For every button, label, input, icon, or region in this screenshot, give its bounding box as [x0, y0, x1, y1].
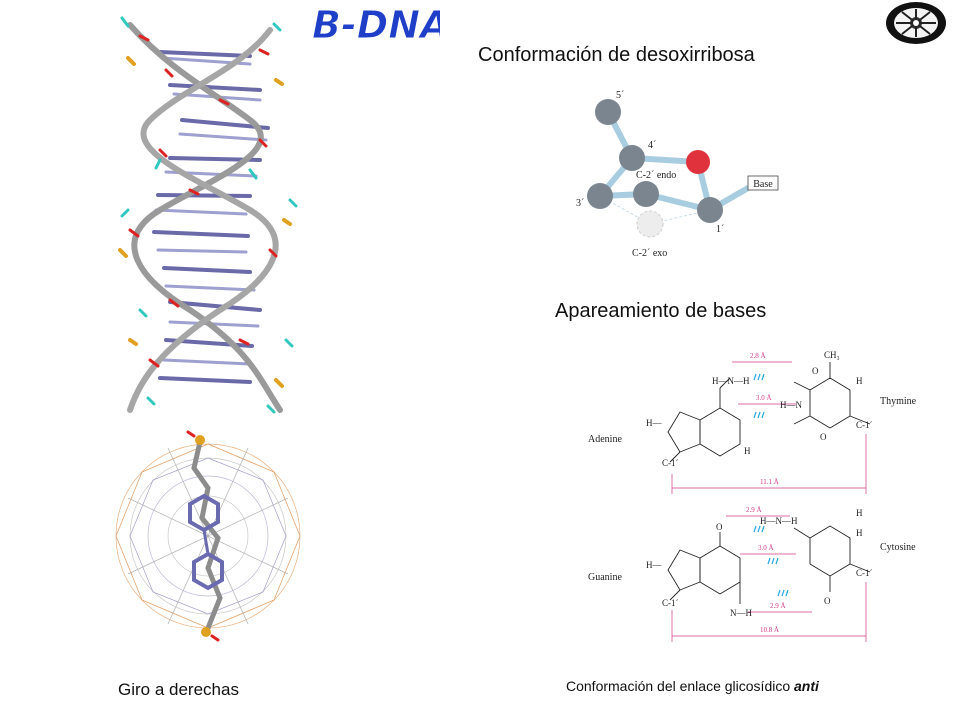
- sugar-atom-5: 5´: [616, 90, 624, 101]
- thymine-methyl: CH₃: [824, 350, 840, 360]
- gc-distance-4: 10.8 Å: [760, 626, 779, 634]
- sugar-atom-1: 1´: [716, 224, 724, 235]
- gc-distance-3: 2.9 Å: [770, 602, 786, 610]
- svg-text:O: O: [820, 432, 827, 442]
- svg-text:H—: H—: [646, 418, 662, 428]
- sugar-exo-label: C-2´ exo: [632, 248, 667, 259]
- svg-text:N—H: N—H: [730, 608, 752, 618]
- sugar-endo-label: C-2´ endo: [636, 170, 676, 181]
- gc-distance-2: 3.0 Å: [758, 544, 774, 552]
- svg-text:H—N—H: H—N—H: [712, 376, 750, 386]
- dna-helix-image: [118, 16, 298, 414]
- glycosidic-caption-text: Conformación del enlace glicosídico: [566, 678, 795, 694]
- svg-text:H: H: [744, 446, 751, 456]
- svg-text:O: O: [716, 522, 723, 532]
- cytosine-label: Cytosine: [880, 542, 916, 553]
- gc-c1-right: C-1´: [856, 568, 873, 578]
- thymine-label: Thymine: [880, 396, 917, 407]
- deoxyribose-diagram: Base 5´ 4´ 3´ 1´ C-2´ endo C-2´ exo: [576, 90, 779, 259]
- dna-top-view-image: [115, 430, 301, 642]
- svg-text:H—N—H: H—N—H: [760, 516, 798, 526]
- sugar-base-label: Base: [753, 179, 773, 190]
- gc-distance-1: 2.9 Å: [746, 506, 762, 514]
- bdna-title: B-DNA: [312, 3, 441, 48]
- at-c1-left: C-1´: [662, 458, 679, 468]
- svg-text:H: H: [856, 376, 863, 386]
- svg-text:H—: H—: [646, 560, 662, 570]
- at-distance-3: 11.1 Å: [760, 478, 779, 486]
- svg-text:H—N: H—N: [780, 400, 802, 410]
- at-c1-right: C-1´: [856, 420, 873, 430]
- bdna-title-text: B-DNA: [312, 3, 440, 47]
- sugar-atom-4: 4´: [648, 140, 656, 151]
- guanine-label: Guanine: [588, 572, 622, 583]
- university-logo-icon: [886, 2, 946, 44]
- right-handed-caption: Giro a derechas: [118, 680, 239, 699]
- sugar-atom-3: 3´: [576, 198, 584, 209]
- at-distance-2: 3.0 Å: [756, 394, 772, 402]
- adenine-label: Adenine: [588, 434, 622, 445]
- svg-text:O: O: [812, 366, 819, 376]
- deoxyribose-heading: Conformación de desoxirribosa: [478, 44, 755, 66]
- gc-c1-left: C-1´: [662, 598, 679, 608]
- svg-text:H: H: [856, 508, 863, 518]
- svg-text:H: H: [856, 528, 863, 538]
- adenine-thymine-pair: H—N—H H— H H—N O O H 2.8 Å 3.0 Å 11.1 Å …: [588, 350, 917, 494]
- glycosidic-caption-emphasis: anti: [794, 678, 819, 694]
- guanine-cytosine-pair: O H— N—H H—N—H O H H 2.9 Å 3.0 Å 2.9 Å 1…: [588, 506, 916, 642]
- base-pairing-heading: Apareamiento de bases: [555, 300, 767, 322]
- svg-text:O: O: [824, 596, 831, 606]
- at-distance-1: 2.8 Å: [750, 352, 766, 360]
- glycosidic-caption: Conformación del enlace glicosídico anti: [566, 678, 819, 694]
